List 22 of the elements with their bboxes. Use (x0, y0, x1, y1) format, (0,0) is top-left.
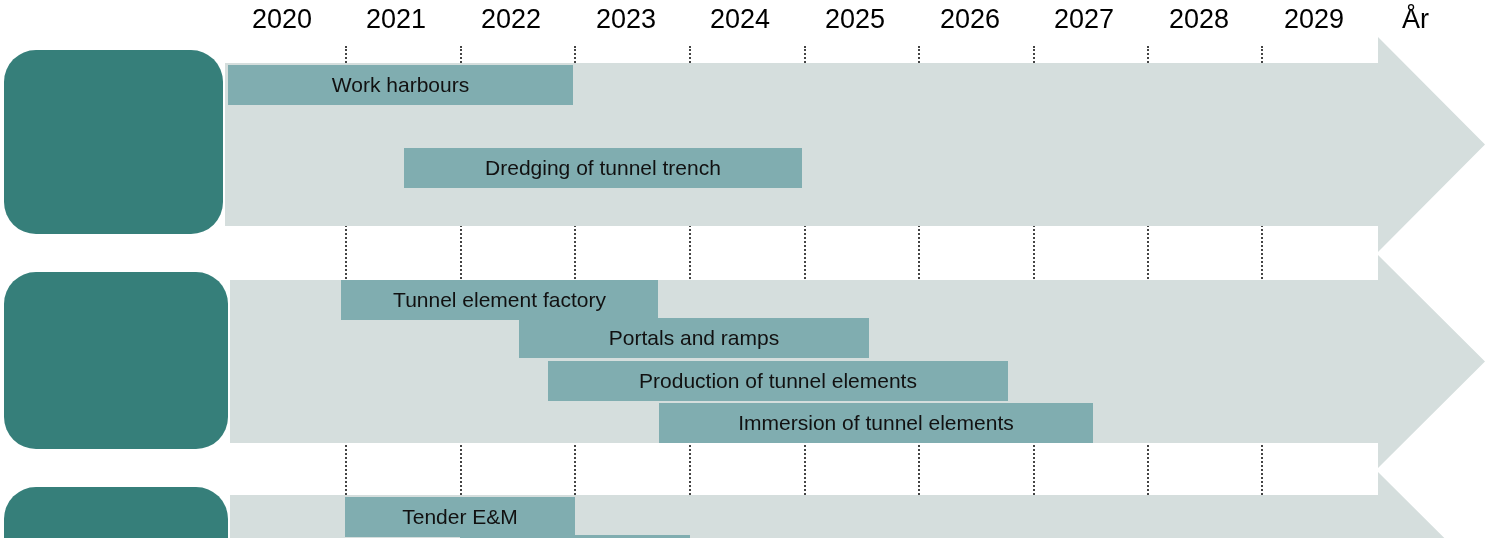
axis-title: År (1402, 4, 1429, 35)
year-label: 2025 (825, 4, 886, 35)
task-bar: Dredging of tunnel trench (404, 148, 802, 188)
year-label: 2021 (366, 4, 427, 35)
year-label: 2020 (252, 4, 313, 35)
task-bar: Portals and ramps (519, 318, 869, 358)
year-label: 2028 (1169, 4, 1230, 35)
contractor-box (4, 272, 228, 449)
task-bar: Tender E&M (345, 497, 575, 537)
timeline-arrow (230, 255, 1485, 468)
task-bar: Work harbours (228, 65, 573, 105)
timeline-arrow (225, 37, 1485, 252)
year-label: 2024 (710, 4, 771, 35)
contractor-box (4, 50, 223, 234)
task-bar: Tunnel element factory (341, 280, 658, 320)
year-label: 2027 (1054, 4, 1115, 35)
task-bar: Production of tunnel elements (548, 361, 1008, 401)
task-bar: Immersion of tunnel elements (659, 403, 1093, 443)
year-label: 2022 (481, 4, 542, 35)
year-label: 2023 (596, 4, 657, 35)
year-label: 2029 (1284, 4, 1345, 35)
year-label: 2026 (940, 4, 1001, 35)
